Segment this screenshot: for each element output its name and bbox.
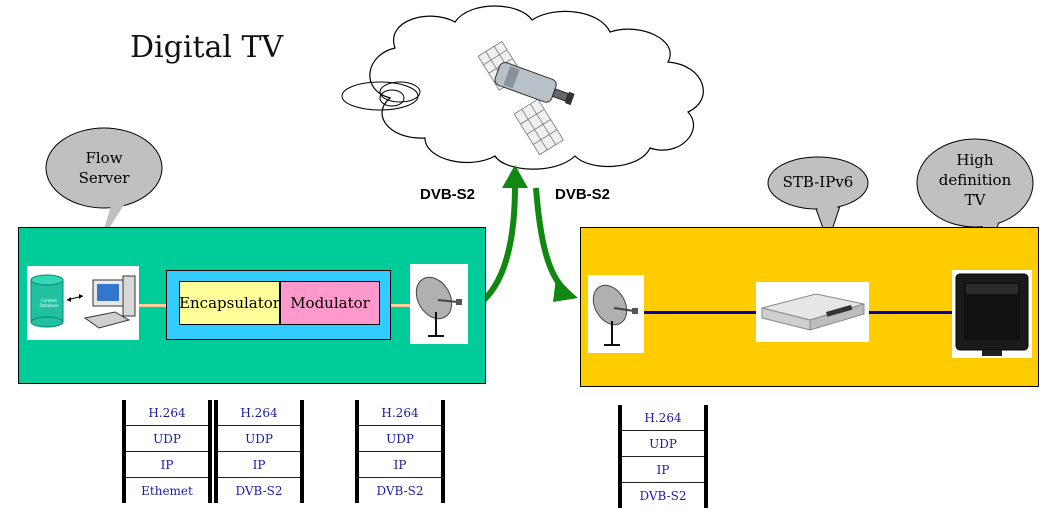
satellite-dish-icon xyxy=(592,284,638,346)
bubble-hdtv-line1: High xyxy=(956,151,994,169)
receive-dish-box xyxy=(588,275,644,353)
bubble-hdtv-line3: TV xyxy=(964,191,986,209)
set-top-box xyxy=(756,282,869,342)
transmit-dish-box xyxy=(410,264,468,344)
bubble-flow-server-line2: Server xyxy=(78,169,130,187)
link-server-chain xyxy=(139,304,166,307)
bubble-flow-server-line1: Flow xyxy=(85,149,123,167)
protocol-stack-4: H.264 UDP IP DVB-S2 xyxy=(618,405,708,508)
downlink-arrow xyxy=(533,187,578,302)
encapsulator-block: Encapsulator xyxy=(179,281,280,325)
satellite-icon xyxy=(477,40,575,156)
set-top-box-icon xyxy=(761,293,865,331)
bubble-hdtv-text: High definition TV xyxy=(920,150,1030,210)
protocol-stack-1: H.264 UDP IP Ethemet xyxy=(122,400,212,503)
stack-cell: IP xyxy=(359,452,441,478)
stack-cell: Ethemet xyxy=(126,478,208,503)
stack-cell: H.264 xyxy=(622,405,704,431)
stack-cell: H.264 xyxy=(126,400,208,426)
bubble-stb xyxy=(767,156,869,244)
bubble-stb-text: STB-IPv6 xyxy=(782,173,854,191)
stack-cell: DVB-S2 xyxy=(218,478,300,503)
database-label-line2: Database xyxy=(39,303,59,308)
stack-cell: UDP xyxy=(622,431,704,457)
stack-cell: UDP xyxy=(359,426,441,452)
bubble-flow-server-text: Flow Server xyxy=(58,148,150,188)
stack-cell: DVB-S2 xyxy=(359,478,441,503)
stack-cell: H.264 xyxy=(359,400,441,426)
stack-cell: IP xyxy=(622,457,704,483)
stack-cell: H.264 xyxy=(218,400,300,426)
protocol-stack-3: H.264 UDP IP DVB-S2 xyxy=(355,400,445,503)
server-box xyxy=(27,266,139,340)
downlink-label: DVB-S2 xyxy=(555,186,611,203)
stack-cell: UDP xyxy=(218,426,300,452)
stack-cell: IP xyxy=(218,452,300,478)
server-database-icon xyxy=(30,274,136,329)
orbit-loops-icon xyxy=(341,81,421,111)
link-chain-dish xyxy=(391,304,410,307)
uplink-arrow xyxy=(476,165,528,308)
stack-cell: DVB-S2 xyxy=(622,483,704,508)
protocol-stack-2: H.264 UDP IP DVB-S2 xyxy=(214,400,304,503)
hdtv-box xyxy=(952,270,1032,358)
uplink-label: DVB-S2 xyxy=(420,186,476,203)
database-label: Content Database xyxy=(33,298,65,308)
satellite-dish-icon xyxy=(415,276,462,337)
bubble-hdtv-line2: definition xyxy=(938,171,1012,189)
television-icon xyxy=(955,273,1029,356)
diagram-title: Digital TV xyxy=(130,30,284,65)
stack-cell: IP xyxy=(126,452,208,478)
modulator-block: Modulator xyxy=(280,281,380,325)
stack-cell: UDP xyxy=(126,426,208,452)
database-label-line1: Content xyxy=(41,298,57,303)
